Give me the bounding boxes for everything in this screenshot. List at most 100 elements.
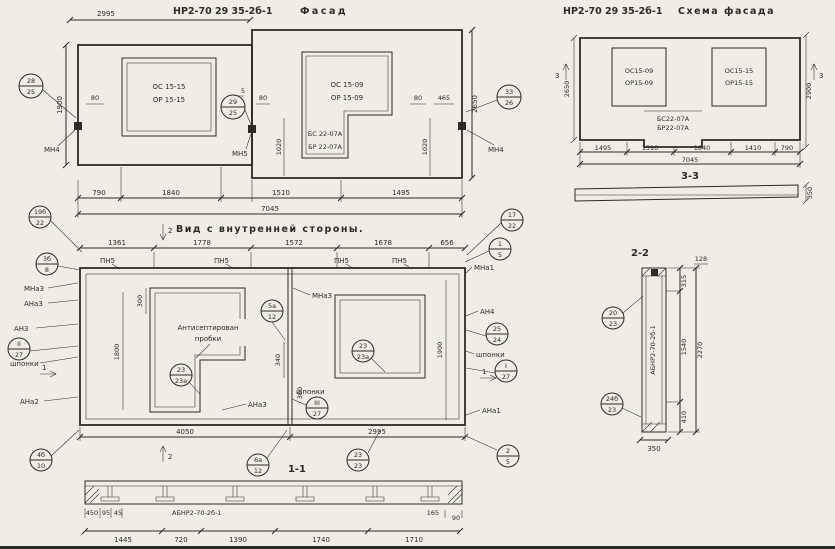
svg-text:4б: 4б	[37, 451, 45, 459]
panel-mark: БС22-07А	[657, 115, 690, 123]
svg-text:22: 22	[508, 222, 516, 230]
hatch-lines	[641, 267, 667, 433]
pn-label: ПН5	[214, 257, 229, 265]
inner-view-title: Вид с внутренней стороны.	[176, 224, 364, 235]
section-mark-label: 2	[168, 227, 172, 235]
svg-text:23: 23	[354, 462, 362, 470]
scan-edge	[0, 546, 835, 549]
callout-bubble: 3б 8	[35, 252, 81, 276]
part-label: АН3	[14, 325, 29, 333]
facade-title-name: Фасад	[300, 6, 348, 17]
section-3-3-profile	[574, 184, 799, 202]
dim-line	[636, 436, 672, 444]
dim-label: 300	[296, 387, 304, 399]
scheme-view: НР2-70 29 35-2б-1 Схема фасада ОС15-09 О…	[555, 6, 823, 205]
facade-title-code: НР2-70 29 35-2б-1	[173, 6, 272, 17]
svg-text:22: 22	[36, 219, 44, 227]
dim-label: 1445	[114, 536, 132, 544]
dim-label: 80	[91, 94, 99, 102]
svg-text:24б: 24б	[606, 395, 618, 403]
callout-bubble: 1 5	[464, 237, 512, 263]
part-label: АНа1	[482, 407, 501, 415]
svg-text:27: 27	[502, 373, 510, 381]
dim-label: 80	[259, 94, 267, 102]
dim-line	[76, 433, 469, 441]
dim-label: 1572	[285, 239, 303, 247]
window-opening	[711, 47, 767, 107]
window-opening	[301, 51, 393, 159]
svg-text:2: 2	[506, 447, 510, 455]
callout-bubble: 23 23а	[351, 339, 386, 373]
dim-label: 1740	[312, 536, 330, 544]
svg-text:8: 8	[45, 266, 49, 274]
callout-bubble: 4б 10	[29, 429, 80, 472]
dim-line	[76, 244, 469, 252]
anchor-plate	[248, 125, 256, 133]
left-label-leaders	[35, 282, 79, 402]
part-label: АБНР2-70-2б-1	[649, 325, 657, 374]
section-mark-label: 2	[168, 453, 172, 461]
anchor-label: МН5	[232, 150, 248, 158]
dim-label: 1410	[745, 144, 762, 152]
window-frame	[305, 55, 389, 155]
dim-line	[676, 264, 684, 436]
svg-text:1: 1	[498, 240, 502, 248]
part-label: АНа3	[248, 401, 267, 409]
callout-bubble: II 27	[7, 337, 79, 361]
dim-label: 7045	[682, 156, 699, 164]
dim-line	[283, 118, 431, 176]
part-label: АНа2	[20, 398, 39, 406]
inner-side-view: 2 2 1 1 Вид с внутренней стороны. 1361 1…	[7, 205, 524, 477]
svg-text:3б: 3б	[43, 255, 51, 263]
svg-text:23: 23	[177, 366, 185, 374]
dim-line	[74, 194, 466, 202]
dim-label: 315	[680, 275, 688, 287]
dim-label: 1840	[694, 144, 711, 152]
pn-label: ПН5	[100, 257, 115, 265]
svg-text:23: 23	[354, 451, 362, 459]
callout-bubble: 25 24	[465, 322, 509, 346]
section-mark-arrow	[159, 445, 167, 462]
svg-text:I: I	[505, 362, 507, 370]
window-mark: ОР 15-15	[153, 96, 185, 104]
callout-bubble: 23 23а	[169, 363, 201, 395]
dim-label: 5	[241, 87, 245, 95]
dim-label: 465	[438, 94, 450, 102]
svg-text:29: 29	[229, 98, 237, 106]
callout-bubble: 2 5	[465, 435, 520, 468]
callout-bubble: 23 23	[346, 429, 381, 472]
dim-line	[81, 527, 464, 535]
facade-view: НР2-70 29 35-2б-1 Фасад 2995 ОС 15-15 ОР…	[18, 6, 522, 218]
dim-label: 1900	[436, 342, 444, 359]
note-text: Антисептирован	[177, 324, 238, 332]
window-mark: ОС 15-09	[331, 81, 364, 89]
dim-label: 2650	[563, 81, 571, 98]
svg-text:28: 28	[27, 77, 35, 85]
facade-panel-right	[251, 29, 463, 179]
offset-dim-marks	[86, 95, 454, 105]
dim-label: 165	[427, 509, 439, 517]
dim-label: 450	[86, 509, 98, 517]
dim-label: 350	[647, 445, 660, 453]
section-mark-arrow	[40, 370, 57, 378]
extension-lines	[77, 167, 463, 218]
dim-label: 90	[452, 514, 460, 522]
dim-label: 656	[440, 239, 454, 247]
dim-line	[570, 34, 578, 144]
anchor-label: МН4	[488, 146, 504, 154]
note-backdrop	[157, 319, 259, 346]
part-label: шпонки	[476, 351, 505, 359]
dim-lines	[122, 280, 447, 420]
svg-text:10: 10	[37, 462, 45, 470]
window-mark: ОР15-15	[725, 79, 753, 87]
section-ribs	[100, 486, 440, 502]
dim-label: 128	[695, 255, 707, 263]
window-frame	[126, 62, 212, 132]
callout-bubble: 5а 12	[260, 299, 286, 341]
svg-text:III: III	[314, 399, 320, 407]
window-mark: ОР15-09	[625, 79, 653, 87]
dim-label: 790	[781, 144, 793, 152]
callout-bubble: I 27	[465, 359, 518, 383]
dim-label: 1495	[392, 189, 410, 197]
